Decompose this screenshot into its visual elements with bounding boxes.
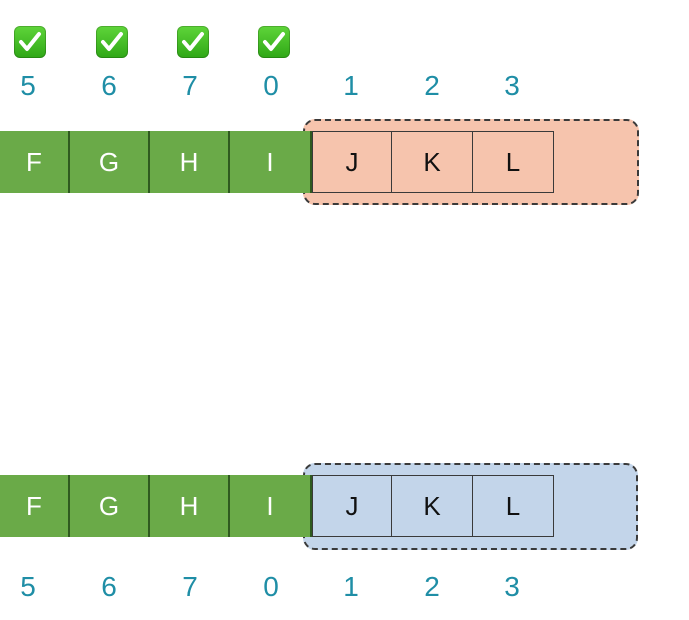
- top-pending-cell: K: [391, 131, 473, 193]
- top-filled-cell: I: [230, 131, 312, 193]
- check-icon: [96, 26, 128, 58]
- bottom-index-number: 3: [504, 571, 520, 602]
- bottom-index-number: 2: [424, 571, 440, 602]
- top-index-number: 2: [424, 70, 440, 101]
- top-index-number: 6: [101, 70, 117, 101]
- pending-region-bottom: [303, 463, 638, 550]
- top-index-number: 0: [263, 70, 279, 101]
- bottom-index-number: 7: [182, 571, 198, 602]
- bottom-filled-cell: H: [150, 475, 230, 537]
- check-icon: [14, 26, 46, 58]
- top-index-number: 1: [343, 70, 359, 101]
- bottom-pending-cell: K: [391, 475, 473, 537]
- bottom-pending-cell: L: [472, 475, 554, 537]
- top-filled-cell: G: [70, 131, 150, 193]
- top-index-number: 7: [182, 70, 198, 101]
- top-index-number: 5: [20, 70, 36, 101]
- top-pending-cell: J: [312, 131, 392, 193]
- top-filled-cell: H: [150, 131, 230, 193]
- bottom-filled-cell: F: [0, 475, 70, 537]
- bottom-index-number: 5: [20, 571, 36, 602]
- check-icon: [258, 26, 290, 58]
- top-index-number: 3: [504, 70, 520, 101]
- bottom-filled-cell: I: [230, 475, 312, 537]
- top-filled-cell: F: [0, 131, 70, 193]
- bottom-filled-cell: G: [70, 475, 150, 537]
- bottom-index-number: 1: [343, 571, 359, 602]
- top-pending-cell: L: [472, 131, 554, 193]
- bottom-pending-cell: J: [312, 475, 392, 537]
- bottom-index-number: 0: [263, 571, 279, 602]
- check-icon: [177, 26, 209, 58]
- pending-region-top: [303, 119, 639, 205]
- bottom-index-number: 6: [101, 571, 117, 602]
